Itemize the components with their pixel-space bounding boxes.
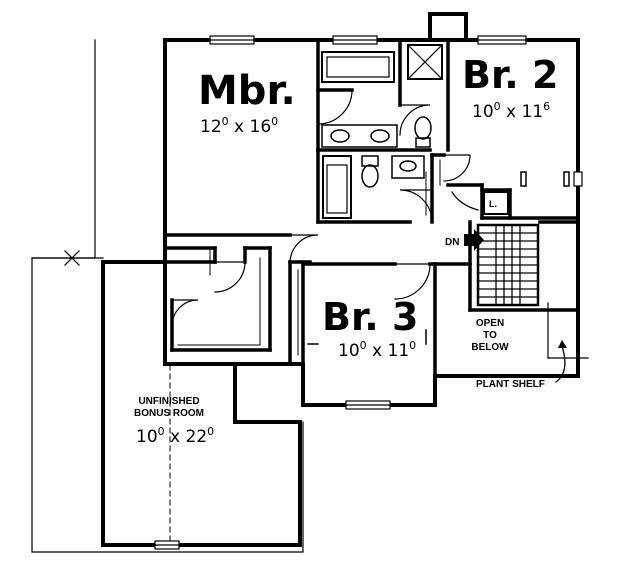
open-to-below-line3: BELOW [471, 342, 509, 353]
interior-walls [163, 38, 580, 378]
eave-cross [31, 250, 104, 266]
open-to-below-line2: TO [483, 330, 497, 341]
tub-master [321, 51, 395, 83]
toilet-hall [361, 155, 379, 188]
windows [154, 35, 583, 550]
vanity-hall [391, 155, 425, 179]
room-dim-br3: 100 x 110 [338, 339, 416, 361]
bonus-label-line1: UNFINISHED [138, 396, 199, 407]
roof-outline [31, 39, 304, 553]
door-swings [171, 89, 479, 327]
vanity-master [321, 124, 398, 148]
room-name-br3: Br. 3 [322, 295, 418, 339]
room-dim-br2: 100 x 116 [472, 100, 550, 122]
tub-hall [322, 155, 352, 219]
bonus-label-line2: BONUS ROOM [134, 408, 204, 419]
chimney [428, 12, 468, 42]
down-arrow-icon [464, 229, 484, 251]
shower [407, 44, 443, 80]
plant-shelf-arrow [555, 345, 566, 383]
plant-shelf-line [547, 302, 589, 359]
stair-down-label: DN [445, 237, 459, 248]
plant-shelf-arrowhead [558, 340, 567, 348]
toilet-master [414, 116, 432, 148]
closet-lines [177, 159, 441, 356]
linen-label: L. [489, 199, 497, 209]
room-dim-bonus: 100 x 220 [136, 425, 214, 447]
room-name-br2: Br. 2 [462, 53, 558, 97]
room-dim-mbr: 120 x 160 [200, 115, 278, 137]
bonus-room-walls [101, 260, 302, 547]
room-name-mbr: Mbr. [198, 68, 296, 114]
open-to-below-line1: OPEN [476, 318, 504, 329]
small-marks [307, 171, 570, 345]
linen-closet [483, 191, 509, 215]
plant-shelf-label: PLANT SHELF [476, 379, 545, 390]
staircase [476, 223, 540, 307]
